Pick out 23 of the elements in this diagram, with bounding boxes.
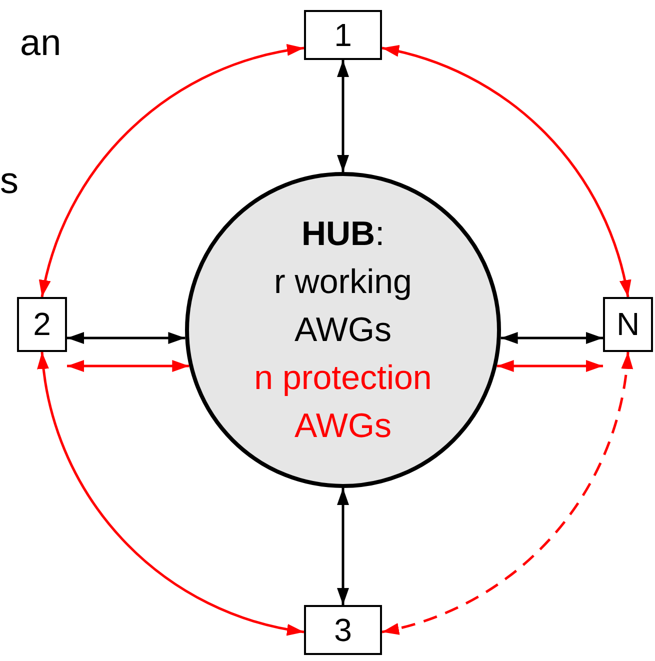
arrow	[67, 332, 186, 344]
node-box	[603, 297, 653, 352]
text-fragment: s	[0, 160, 18, 202]
node-box	[304, 10, 382, 60]
node-label: HUB:	[300, 214, 386, 255]
node-box	[304, 605, 382, 655]
node-label: 1	[334, 16, 352, 54]
arrow	[337, 60, 349, 172]
node-box	[17, 297, 67, 352]
text-fragment: an	[20, 22, 62, 64]
arrow	[40, 45, 304, 298]
arrow	[496, 360, 603, 372]
arrow	[67, 360, 190, 372]
arrow	[382, 352, 632, 634]
arrow	[337, 488, 349, 605]
node-label: 2	[33, 306, 51, 343]
arrow	[382, 46, 630, 298]
arrow	[500, 332, 603, 344]
node-label: N	[616, 306, 640, 343]
node-label: r working AWGs	[273, 262, 413, 351]
node-label: 3	[334, 612, 352, 648]
node-label: n protection AWGs	[253, 358, 433, 447]
arrow	[38, 352, 304, 635]
